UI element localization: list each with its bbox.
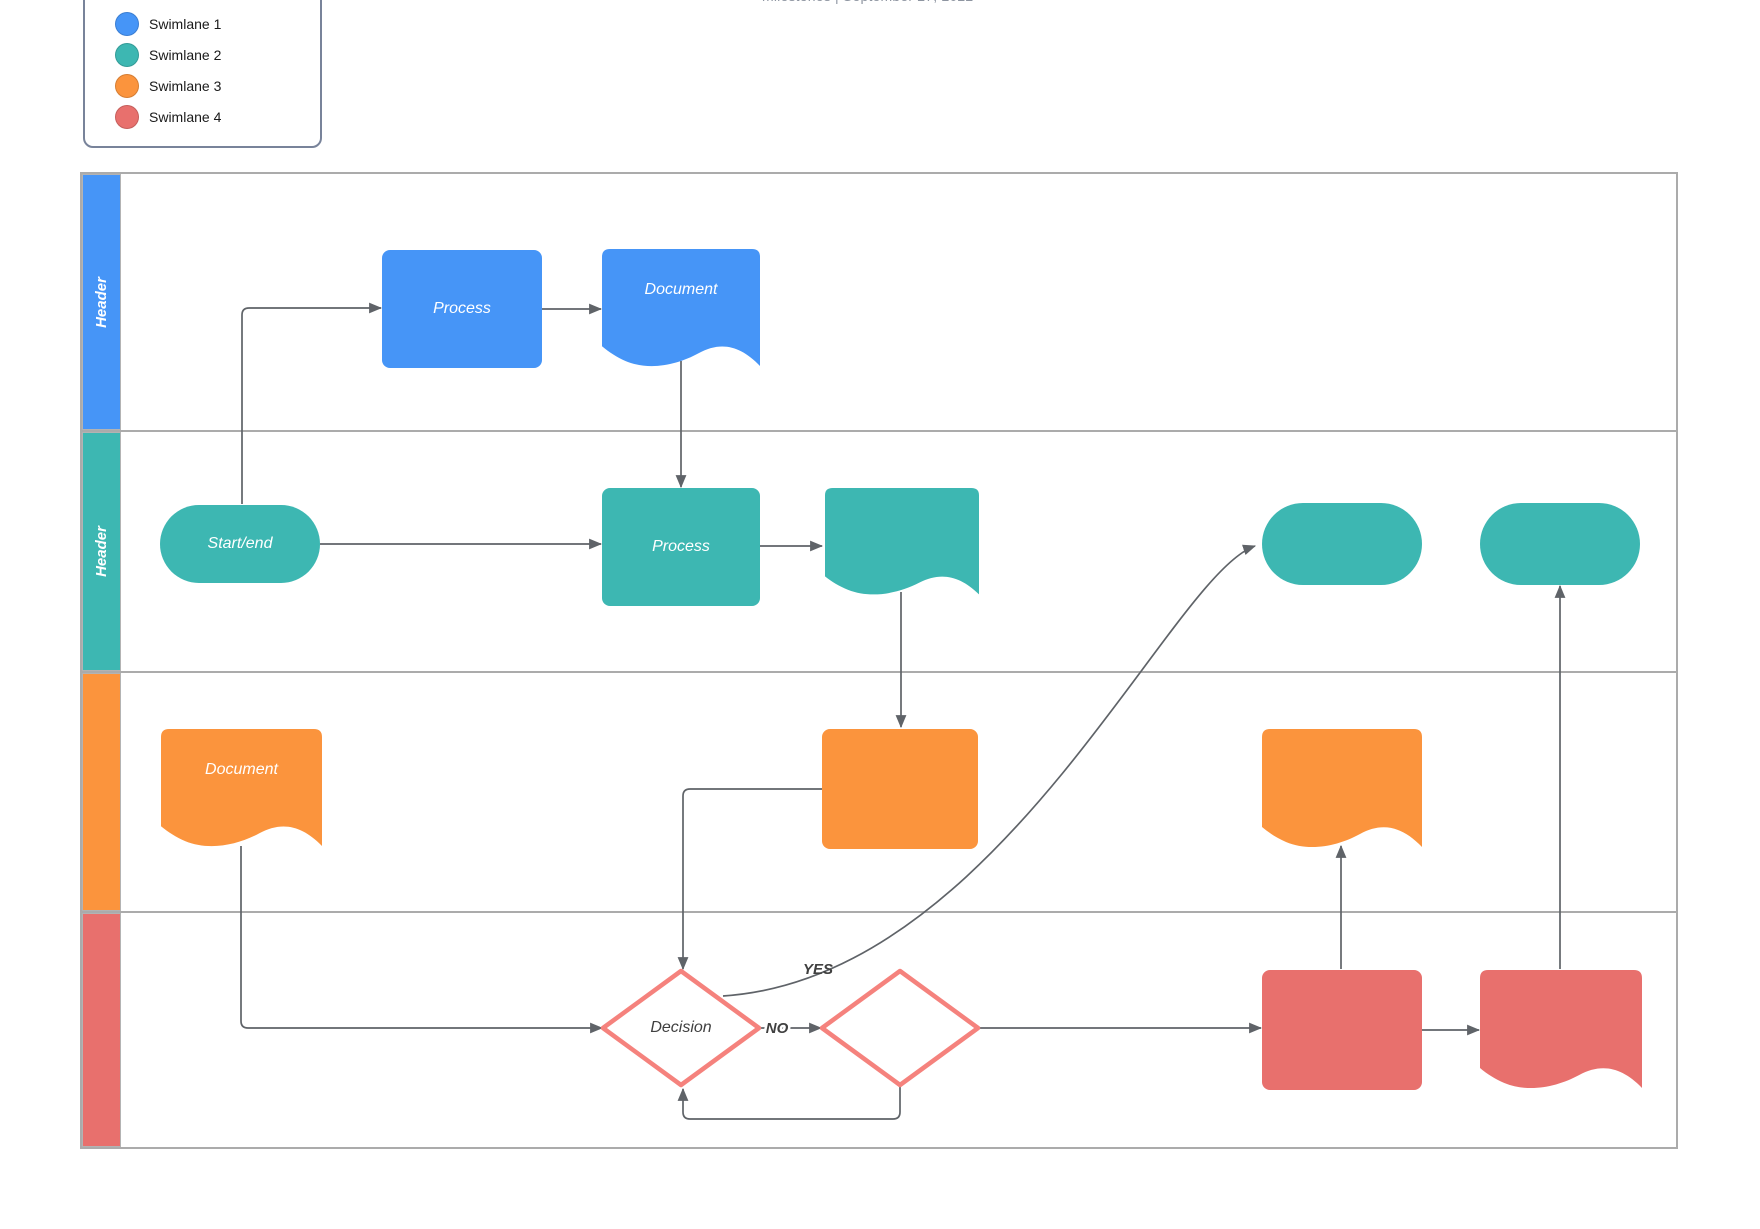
connector-orange-rect-to-decision[interactable] <box>677 788 822 971</box>
document-shape-teal[interactable] <box>825 488 979 598</box>
swimlane-1: Header <box>82 174 1676 430</box>
connector-startend-to-process1[interactable] <box>241 302 383 504</box>
legend-box[interactable]: Swimlane 1 Swimlane 2 Swimlane 3 Swimlan… <box>83 0 322 148</box>
start-end-shape[interactable]: Start/end <box>160 505 320 583</box>
legend-item-swimlane-3[interactable]: Swimlane 3 <box>85 70 320 101</box>
legend-item-swimlane-1[interactable]: Swimlane 1 <box>85 8 320 39</box>
legend-item-label: Swimlane 4 <box>149 108 222 125</box>
swimlane-3 <box>82 671 1676 911</box>
legend-item-swimlane-2[interactable]: Swimlane 2 <box>85 39 320 70</box>
terminator-shape-teal-1[interactable] <box>1262 503 1422 585</box>
swimlane-1-header[interactable]: Header <box>82 174 121 430</box>
yes-branch-label: YES <box>803 961 833 978</box>
terminator-shape-teal-2[interactable] <box>1480 503 1640 585</box>
process-shape-teal[interactable]: Process <box>602 488 760 606</box>
diamond-glyph <box>819 968 981 1088</box>
swimlane-4 <box>82 911 1676 1147</box>
swimlane-4-color-dot <box>115 104 139 129</box>
rect-shape-red[interactable] <box>1262 970 1422 1090</box>
swimlane-2: Header <box>82 430 1676 671</box>
decision-diamond-1[interactable]: Decision <box>598 966 764 1090</box>
document-shape-orange-left[interactable]: Document <box>161 729 322 850</box>
swimlane-2-header[interactable]: Header <box>82 432 121 671</box>
document-shape-orange-right[interactable] <box>1262 729 1422 851</box>
document-glyph <box>1480 970 1642 1089</box>
document-shape-blue[interactable]: Document <box>602 249 760 370</box>
shape-label: Process <box>652 538 710 555</box>
document-shape-red[interactable] <box>1480 970 1642 1092</box>
swimlane-4-header[interactable] <box>82 913 121 1147</box>
shape-label: Start/end <box>207 535 273 552</box>
swimlane-1-color-dot <box>115 11 139 36</box>
swimlane-2-color-dot <box>115 42 139 67</box>
connector-orange-doc-to-decision[interactable] <box>240 846 604 1034</box>
legend-item-label: Swimlane 1 <box>149 15 222 32</box>
document-glyph <box>1262 729 1422 848</box>
document-glyph <box>602 249 760 367</box>
document-glyph <box>825 488 979 595</box>
connector-decision-yes-curve[interactable] <box>722 544 1257 997</box>
no-branch-label: NO <box>766 1020 789 1037</box>
swimlane-3-header[interactable] <box>82 673 121 911</box>
legend-item-label: Swimlane 2 <box>149 46 222 63</box>
legend-item-label: Swimlane 3 <box>149 77 222 94</box>
connector-decision-loop-back[interactable] <box>677 1086 901 1120</box>
document-glyph <box>161 729 322 847</box>
rect-shape-orange[interactable] <box>822 729 978 849</box>
process-shape-blue[interactable]: Process <box>382 250 542 368</box>
swimlane-3-color-dot <box>115 73 139 98</box>
diamond-glyph <box>600 968 762 1088</box>
shape-label: Process <box>433 300 491 317</box>
decision-diamond-2[interactable] <box>817 966 983 1090</box>
document-title: milestones | September 27, 2022 <box>762 0 973 4</box>
legend-item-swimlane-4[interactable]: Swimlane 4 <box>85 101 320 132</box>
